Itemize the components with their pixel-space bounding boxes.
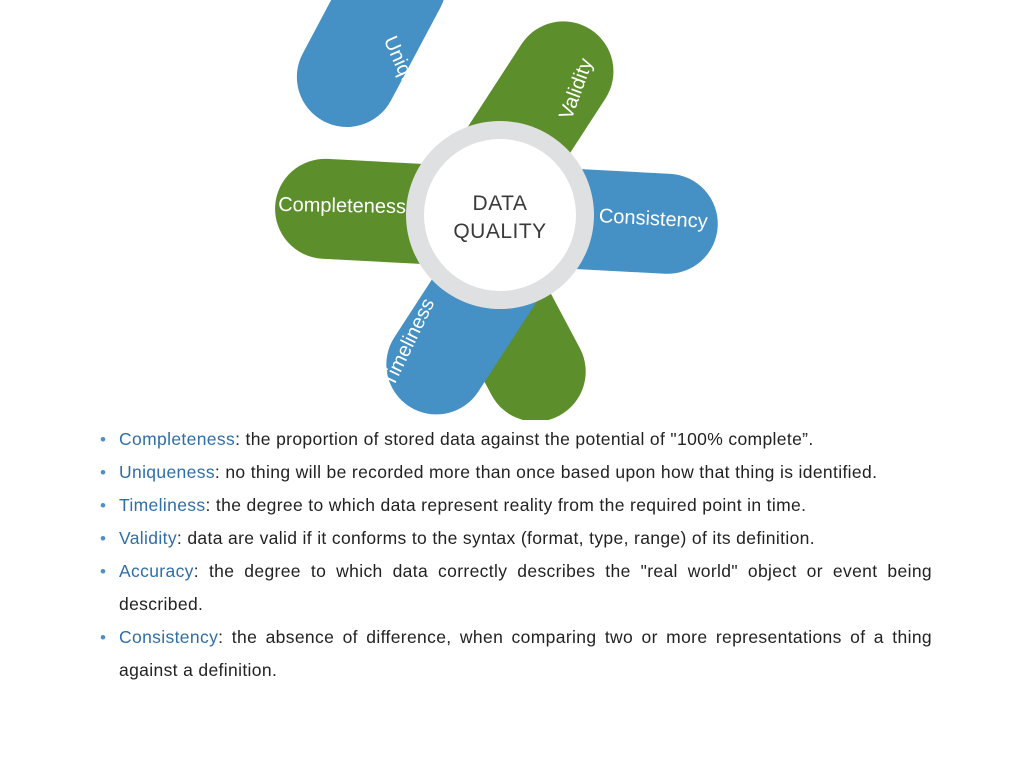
bullet-icon: •: [100, 430, 107, 449]
definition-term: Accuracy: [119, 561, 194, 581]
definition-text: : the absence of difference, when compar…: [119, 627, 932, 680]
definition-completeness: • Completeness: the proportion of stored …: [100, 423, 932, 456]
definition-text: : the degree to which data correctly des…: [119, 561, 932, 614]
bullet-icon: •: [100, 529, 107, 548]
definition-term: Timeliness: [119, 495, 206, 515]
definition-accuracy: • Accuracy: the degree to which data corr…: [100, 555, 932, 621]
definition-text: : the degree to which data represent rea…: [205, 495, 807, 515]
bullet-icon: •: [100, 463, 107, 482]
definition-consistency: • Consistency: the absence of difference,…: [100, 621, 932, 687]
definition-text: : data are valid if it conforms to the s…: [176, 528, 815, 548]
definition-term: Completeness: [119, 429, 236, 449]
center-title-line2: QUALITY: [453, 220, 546, 243]
hub-disc: [424, 139, 576, 291]
definition-term: Validity: [119, 528, 177, 548]
center-title-line1: DATA: [473, 192, 528, 215]
definition-validity: • Validity: data are valid if it conforms…: [100, 522, 932, 555]
definition-text: : the proportion of stored data against …: [235, 429, 814, 449]
definition-timeliness: • Timeliness: the degree to which data re…: [100, 489, 932, 522]
definition-text: : no thing will be recorded more than on…: [214, 462, 878, 482]
bullet-icon: •: [100, 562, 107, 581]
data-quality-diagram: DATA QUALITY Uniqueness Validity Consist…: [275, 0, 718, 420]
completeness-label: Completeness: [278, 194, 406, 218]
definitions-list: • Completeness: the proportion of stored …: [100, 423, 932, 687]
bullet-icon: •: [100, 496, 107, 515]
bullet-icon: •: [100, 628, 107, 647]
uniqueness-petal: [296, 0, 447, 127]
definition-term: Uniqueness: [119, 462, 215, 482]
definition-uniqueness: • Uniqueness: no thing will be recorded m…: [100, 456, 932, 489]
definition-term: Consistency: [119, 627, 219, 647]
